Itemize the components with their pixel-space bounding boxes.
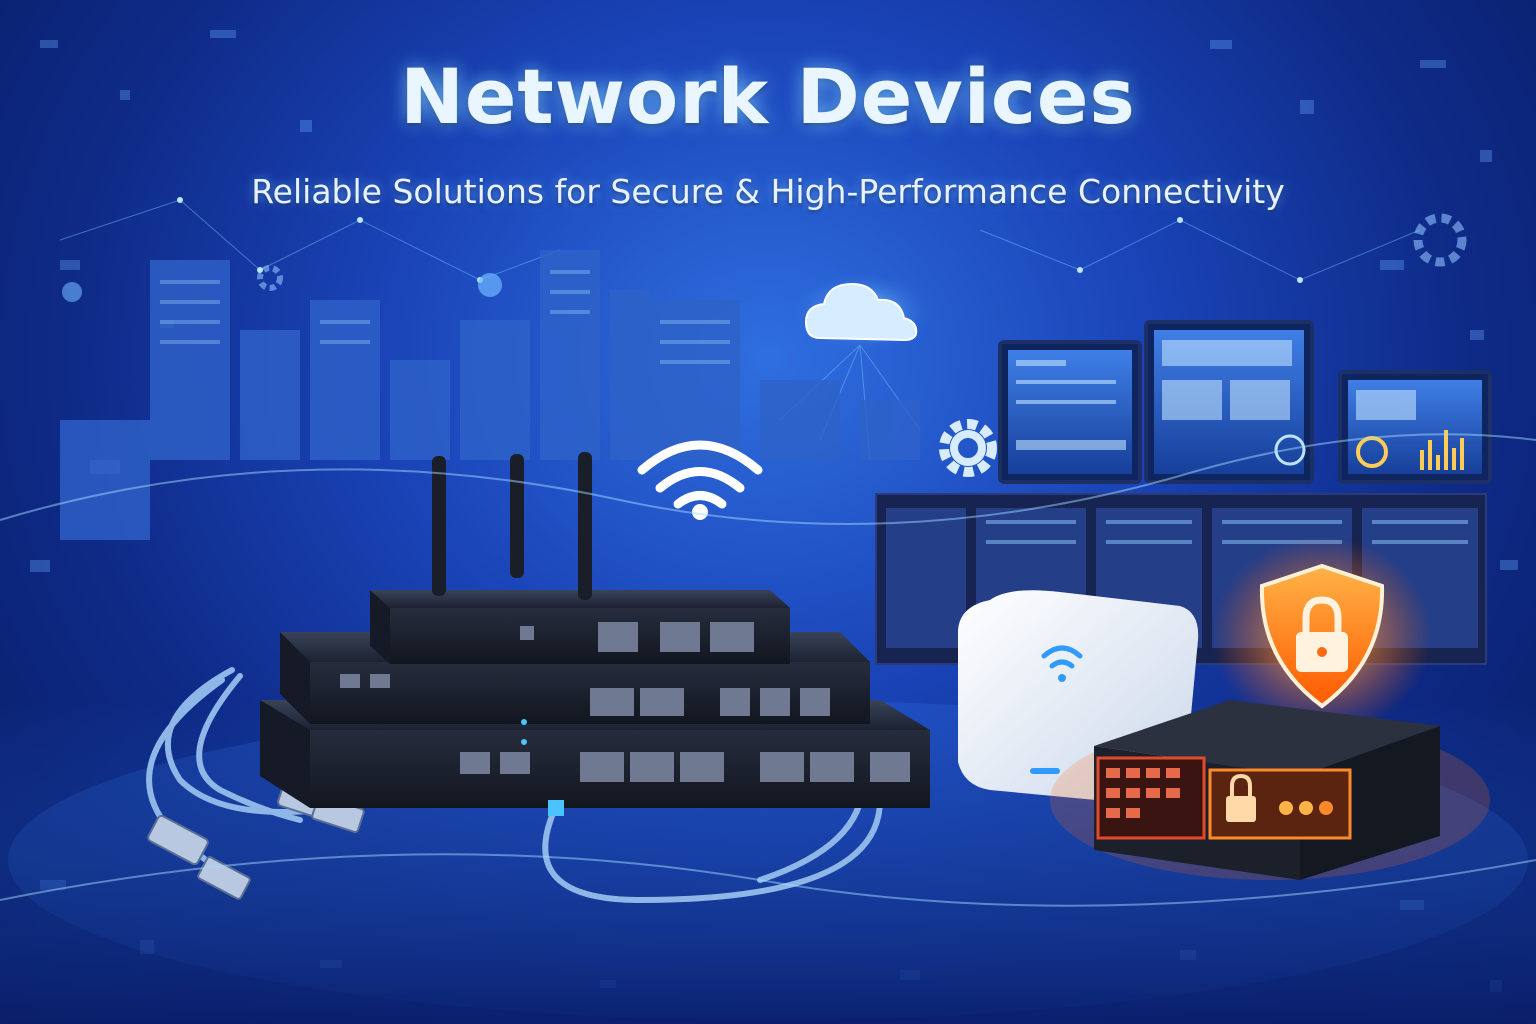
shield-lock-icon [1212, 536, 1432, 736]
gear-icon [939, 419, 997, 477]
page-subtitle: Reliable Solutions for Secure & High-Per… [251, 172, 1285, 211]
network-nodes [62, 197, 1303, 302]
router-antennas [432, 452, 592, 600]
light-streams [0, 433, 1536, 907]
network-switch-stack [260, 452, 930, 816]
page-title: Network Devices [400, 52, 1136, 141]
padlock-icon [1226, 773, 1256, 822]
monitoring-screens [998, 320, 1492, 484]
city-skyline [60, 250, 920, 540]
access-point-wifi-icon [1041, 645, 1083, 669]
wifi-icon [637, 440, 763, 520]
cloud-icon [792, 272, 932, 352]
gear-icon-small [257, 213, 1467, 291]
firewall-appliance [1050, 700, 1490, 880]
